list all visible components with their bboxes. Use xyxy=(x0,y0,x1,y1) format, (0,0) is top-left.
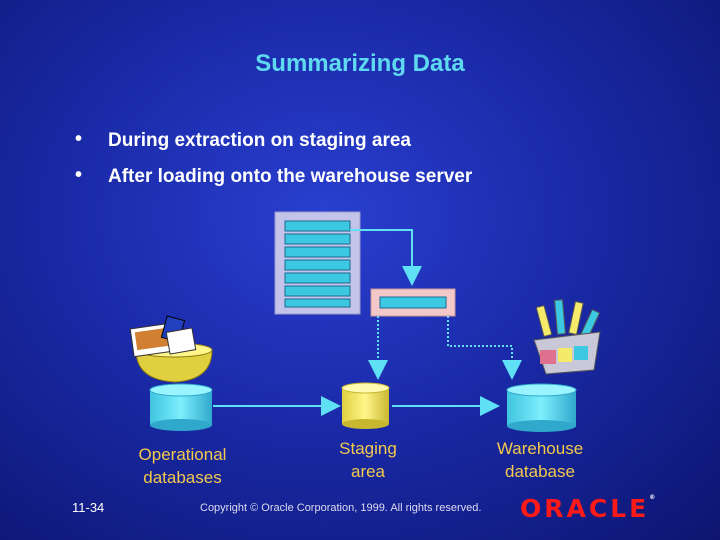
bullet-item: •During extraction on staging area xyxy=(75,128,411,151)
oracle-logo: ORACLE® xyxy=(520,494,656,523)
flow-arrow xyxy=(350,229,422,286)
bullet-dot-icon: • xyxy=(75,128,83,150)
bullet-list: •During extraction on staging area •Afte… xyxy=(75,128,473,202)
staging-area-label: Staging area xyxy=(339,439,397,481)
bullet-dot-icon: • xyxy=(75,164,83,186)
data-basket-icon xyxy=(533,299,601,375)
table-stack-icon xyxy=(274,211,361,315)
slide-title: Summarizing Data xyxy=(255,50,465,77)
flow-arrow xyxy=(447,316,522,380)
operational-databases-label: Operational databases xyxy=(138,445,227,487)
copyright-text: Copyright © Oracle Corporation, 1999. Al… xyxy=(200,502,482,514)
page-number: 11-34 xyxy=(72,500,105,515)
database-cylinder-icon xyxy=(149,383,213,431)
database-cylinder-icon xyxy=(506,383,577,432)
warehouse-database-label: Warehouse database xyxy=(496,439,584,481)
database-cylinder-icon xyxy=(341,382,390,429)
summary-row-icon xyxy=(370,288,456,317)
data-bowl-icon xyxy=(129,315,213,383)
bullet-item: •After loading onto the warehouse server xyxy=(75,164,473,187)
